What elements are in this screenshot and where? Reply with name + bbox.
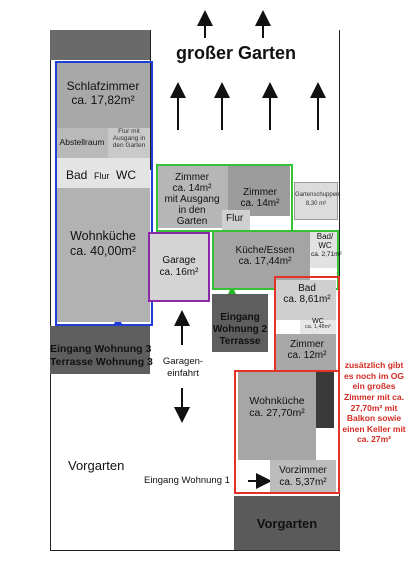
room-2-label: Zimmer [243,187,277,198]
bath-3-label: Bad [298,283,316,294]
room-exit-area: ca. 14m² [172,183,212,194]
wc-3-room [300,320,336,334]
garage-area: ca. 16m² [159,267,199,278]
front-garden-label: Vorgarten [68,458,125,473]
terrace-2-block [212,294,268,352]
living-kitchen-3-room [238,372,316,460]
room-exit-note-3: Garten [176,216,208,227]
terrace-3-block [50,326,150,374]
foyer-label: Vorzimmer [279,465,327,476]
bath-2-area: ca. 2,71m² [311,251,342,258]
bedroom-room [56,62,150,128]
room-3-label: Zimmer [290,339,324,350]
stair-block [316,372,334,428]
entrance-1-label: Eingang Wohnung 1 [144,475,230,486]
room-3-area: ca. 12m² [287,350,327,361]
front-garden-block [234,496,340,550]
hall1-label: Flur [94,171,110,181]
foyer-area: ca. 5,37m² [279,477,327,488]
garden-title: großer Garten [176,43,297,63]
bath-3-room [276,280,336,320]
extra-note: zusätzlich gibt es noch im OG ein großes… [342,360,406,445]
shed-label: Gartenschuppen [295,192,340,198]
room-exit-note-2: in den [178,205,206,216]
kitchen-2-label: Küche/Essen [235,245,295,256]
kitchen-2-area: ca. 17,44m² [238,256,292,267]
wc1-label: WC [116,168,136,182]
garage-label: Garage [162,255,196,266]
storage-label: Abstellraum [59,137,105,147]
entrance-3-label: Eingang Wohnung 3 [50,343,152,355]
plot-divider [150,30,151,170]
terrace-3-label: Terrasse Wohnung 3 [50,356,153,368]
entrance-2b-label: Wohnung 2 [212,324,268,335]
shed-room [294,182,338,220]
shed-area: 8,30 m² [305,201,327,207]
bedroom-label: Schlafzimmer [66,79,140,93]
garage-room [150,234,208,300]
garage-drive-label-1: Garagen- [162,356,204,367]
bath-2-room [310,232,338,268]
room-3-room [276,334,336,370]
wc-3-label: WC [312,318,324,325]
storage-room [56,128,108,158]
hall-2-label: Flur [226,213,244,224]
living-kitchen-1-room [56,188,150,322]
garage-outline [148,232,210,302]
hall-exit-label: Flur mit Ausgang in den Garten [112,128,146,149]
bath-wc-strip [56,158,150,188]
kitchen-2-room [214,232,310,288]
room-2-room [228,166,290,216]
bath-3-area: ca. 8,61m² [283,294,331,305]
terrace-2-label: Terrasse [219,336,261,347]
entrance-2-label: Eingang [220,312,260,323]
unit-1-lower-outline [234,370,340,494]
garage-drive-label-2: einfahrt [167,368,199,379]
bath-2-label: Bad/ [316,232,334,241]
living-kitchen-1-label: Wohnküche [70,229,136,243]
living-kitchen-3-label: Wohnküche [249,395,305,407]
garden-dark-block [50,30,150,60]
room-2-area: ca. 14m² [240,198,280,209]
plot-boundary-bottom [50,550,340,551]
bath-2b-label: WC [318,241,332,250]
front-garden-label-2: Vorgarten [256,516,318,531]
room-exit-label: Zimmer [175,172,209,183]
room-exit-room [158,166,228,228]
living-kitchen-3-area: ca. 27,70m² [249,407,305,419]
bedroom-area: ca. 17,82m² [71,93,135,107]
hall-2-room [222,210,250,230]
bath1-label: Bad [66,168,88,182]
wc-3-area: ca. 1,48m² [305,324,331,330]
unit-3-outline [55,61,153,326]
living-kitchen-1-area: ca. 40,00m² [69,244,136,258]
foyer-room [270,460,336,492]
room-exit-note-1: mit Ausgang [164,194,220,205]
hall-exit-room [108,128,150,158]
plot-boundary-left [50,30,51,550]
